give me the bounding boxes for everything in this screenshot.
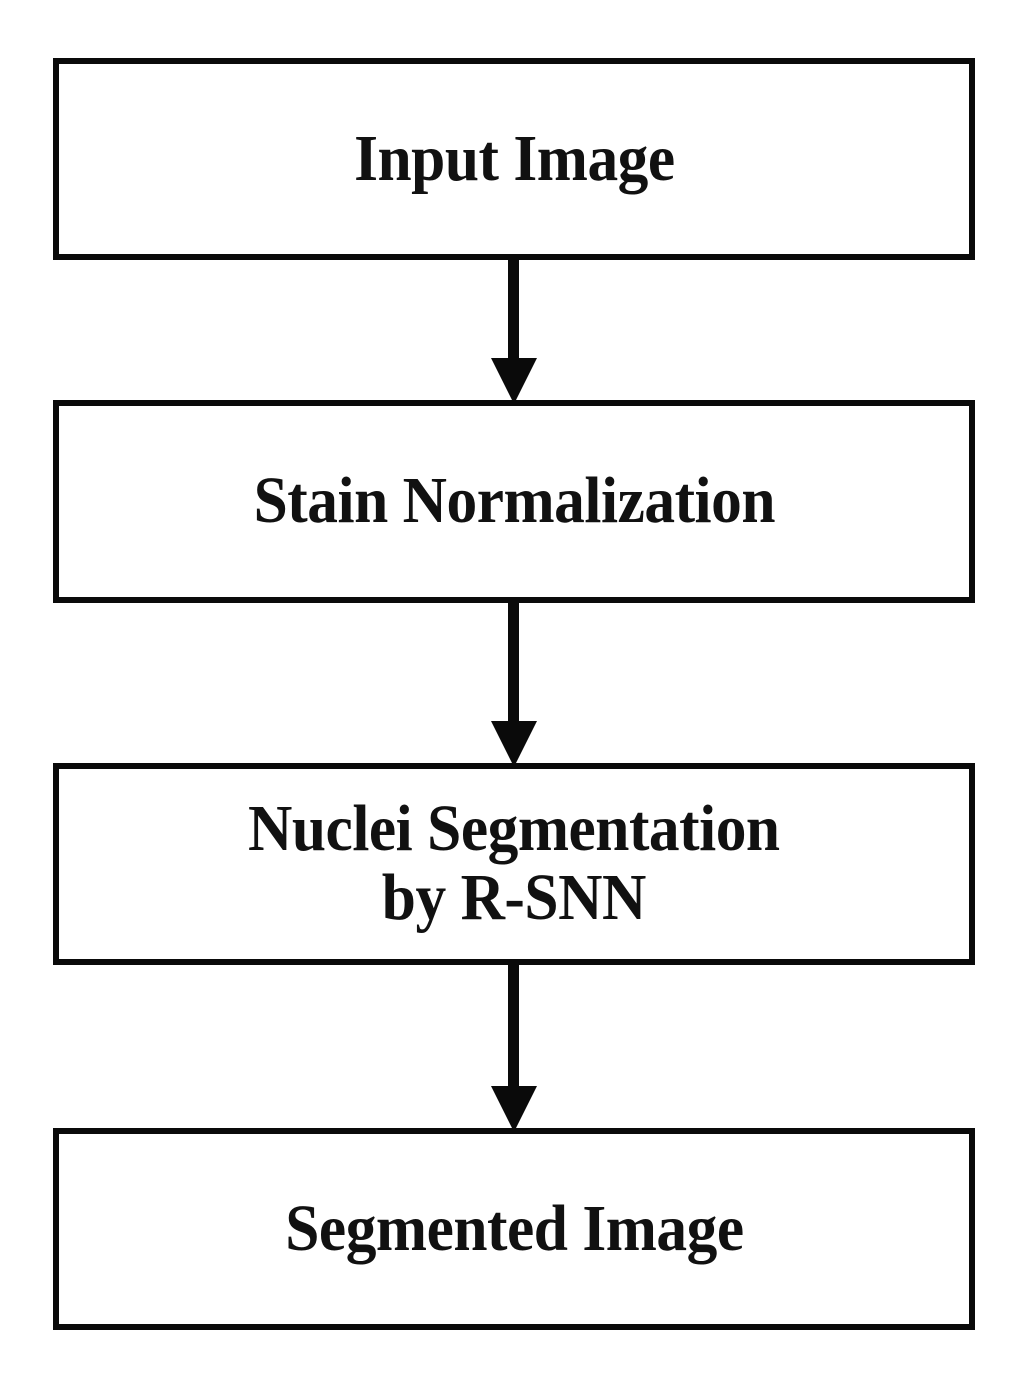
- flow-node-label: Stain Normalization: [253, 464, 775, 538]
- flow-node-input-image[interactable]: Input Image: [53, 58, 975, 260]
- flow-arrow-nuclei-segmentation-to-segmented-image: [0, 963, 1028, 1132]
- flow-arrow-input-image-to-stain-normalization: [0, 258, 1028, 404]
- flow-node-label: Nuclei Segmentation by R-SNN: [248, 792, 780, 934]
- flow-node-label: Input Image: [353, 121, 675, 195]
- flow-arrow-stain-normalization-to-nuclei-segmentation: [0, 601, 1028, 767]
- flow-node-segmented-image[interactable]: Segmented Image: [53, 1128, 975, 1330]
- flow-node-nuclei-segmentation[interactable]: Nuclei Segmentation by R-SNN: [53, 763, 975, 965]
- flow-node-label: Segmented Image: [284, 1191, 744, 1265]
- flow-node-stain-normalization[interactable]: Stain Normalization: [53, 400, 975, 603]
